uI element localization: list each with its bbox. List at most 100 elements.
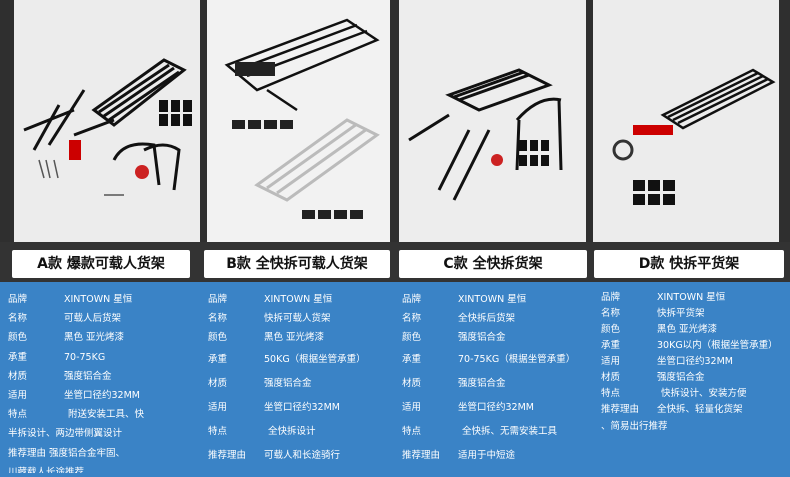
- spec-value: 坐管口径约32MM: [64, 389, 140, 401]
- spec-row: 推荐理由 可载人和长途骑行: [208, 444, 390, 468]
- spec-key: 颜色: [8, 332, 28, 344]
- spec-value: 快拆平货架: [657, 308, 705, 319]
- spec-key: 适用: [208, 401, 228, 413]
- spec-key: 名称: [208, 313, 228, 325]
- spec-value: 附送安装工具、快: [68, 409, 145, 421]
- spec-value: 黑色 亚光烤漆: [264, 332, 325, 344]
- product-d-title: D款 快拆平货架: [594, 250, 784, 278]
- product-photos: [0, 0, 790, 242]
- spec-value: XINTOWN 星恒: [264, 294, 333, 305]
- spec-value: 适用于中短途: [458, 449, 516, 461]
- spec-row: 名称 快拆可载人货架: [208, 309, 390, 328]
- spec-row: 适用坐管口径约32MM: [402, 396, 587, 420]
- spec-key: 承重: [402, 353, 422, 365]
- spec-value: 可载人后货架: [64, 313, 122, 325]
- spec-value: 强度铝合金: [458, 377, 506, 389]
- spec-row: 推荐理由 适用于中短途: [402, 444, 587, 468]
- spec-value: 30KG以内（根据坐管承重）: [657, 340, 778, 351]
- spec-value: 全快拆、无需安装工具: [462, 425, 558, 437]
- spec-row: 品牌 XINTOWN 星恒: [601, 290, 786, 306]
- spec-value: 50KG（根据坐管承重）: [264, 353, 366, 365]
- spec-value: 快拆可载人货架: [264, 313, 331, 325]
- spec-continuation: 川藏载人长途推荐: [8, 466, 85, 473]
- spec-continuation: 、简易出行推荐: [601, 421, 668, 432]
- spec-value: XINTOWN 星恒: [657, 292, 726, 303]
- spec-row: 适用 坐管口径约32MM: [601, 354, 786, 370]
- product-d-photo: [593, 0, 779, 242]
- spec-value: 强度铝合金: [657, 372, 705, 383]
- spec-key: 材质: [402, 377, 422, 389]
- spec-row: 特点 附送安装工具、快: [8, 405, 193, 424]
- spec-key: 材质: [8, 370, 28, 382]
- spec-row: 材质 强度铝合金: [402, 372, 587, 396]
- spec-value: 强度铝合金: [64, 370, 112, 382]
- spec-key: 特点: [402, 425, 422, 437]
- spec-row: 品牌 XINTOWN 星恒: [208, 290, 390, 309]
- spec-value: 可载人和长途骑行: [264, 449, 341, 461]
- spec-key: 品牌: [8, 294, 28, 305]
- spec-key: 品牌: [601, 292, 621, 303]
- product-c-specs: 品牌 XINTOWN 星恒 名称 全快拆后货架 颜色强度铝合金 承重 70-75KG（…: [402, 290, 587, 468]
- spec-row: 材质 强度铝合金: [601, 370, 786, 386]
- product-c-title: C款 全快拆货架: [399, 250, 587, 278]
- spec-value: 坐管口径约32MM: [264, 401, 340, 413]
- spec-continuation: 推荐理由 强度铝合金牢固、: [8, 447, 126, 459]
- spec-key: 品牌: [208, 294, 228, 305]
- spec-key: 材质: [208, 377, 228, 389]
- spec-row: 名称可载人后货架: [8, 309, 193, 328]
- spec-value: 黑色 亚光烤漆: [64, 332, 125, 344]
- spec-value: 坐管口径约32MM: [657, 356, 733, 367]
- spec-key: 承重: [8, 351, 28, 363]
- spec-key: 推荐理由: [402, 449, 441, 461]
- spec-value: 全快拆后货架: [458, 313, 516, 325]
- spec-value: 快拆设计、安装方便: [661, 388, 747, 399]
- spec-row: 颜色 黑色 亚光烤漆: [208, 328, 390, 347]
- spec-key: 适用: [8, 389, 28, 401]
- product-a-specs: 品牌 XINTOWN 星恒 名称可载人后货架 颜色 黑色 亚光烤漆 承重 70-75K…: [8, 290, 193, 473]
- spec-value: 70-75KG: [64, 351, 106, 363]
- spec-row: 材质 强度铝合金: [8, 367, 193, 386]
- spec-row: 承重 70-75KG: [8, 348, 193, 367]
- spec-key: 特点: [208, 425, 228, 437]
- spec-key: 推荐理由: [208, 449, 247, 461]
- spec-value: 70-75KG（根据坐管承重）: [458, 353, 576, 365]
- spec-key: 特点: [8, 409, 28, 421]
- product-b-title: B款 全快拆可载人货架: [204, 250, 390, 278]
- spec-key: 适用: [601, 356, 621, 367]
- spec-key: 颜色: [601, 324, 621, 335]
- spec-key: 材质: [601, 372, 621, 383]
- spec-value: 强度铝合金: [458, 332, 506, 344]
- spec-value: 黑色 亚光烤漆: [657, 324, 718, 335]
- spec-row: 品牌 XINTOWN 星恒: [8, 290, 193, 309]
- spec-continuation: 半拆设计、两边带侧翼设计: [8, 428, 123, 440]
- spec-value: 强度铝合金: [264, 377, 312, 389]
- spec-key: 颜色: [208, 332, 228, 344]
- spec-row: 推荐理由全快拆、轻量化货架: [601, 402, 786, 418]
- spec-row: 特点 全快拆、无需安装工具: [402, 420, 587, 444]
- product-a-title: A款 爆款可载人货架: [12, 250, 190, 278]
- spec-key: 名称: [601, 308, 621, 319]
- spec-row: 颜色 黑色 亚光烤漆: [601, 322, 786, 338]
- spec-row: 品牌 XINTOWN 星恒: [402, 290, 587, 309]
- spec-row: 承重 70-75KG（根据坐管承重）: [402, 348, 587, 372]
- spec-key: 品牌: [402, 294, 422, 305]
- spec-key: 特点: [601, 388, 621, 399]
- spec-value: 全快拆设计: [268, 425, 316, 437]
- spec-row: 材质 强度铝合金: [208, 372, 390, 396]
- spec-row: 颜色强度铝合金: [402, 328, 587, 347]
- spec-row: 名称 快拆平货架: [601, 306, 786, 322]
- spec-row: 颜色 黑色 亚光烤漆: [8, 328, 193, 347]
- spec-row: 特点 全快拆设计: [208, 420, 390, 444]
- spec-value: XINTOWN 星恒: [458, 294, 527, 305]
- spec-key: 名称: [402, 313, 422, 325]
- spec-value: XINTOWN 星恒: [64, 294, 133, 305]
- spec-value: 全快拆、轻量化货架: [657, 404, 743, 415]
- product-c-photo: [399, 0, 586, 242]
- spec-row: 适用 坐管口径约32MM: [208, 396, 390, 420]
- spec-key: 适用: [402, 401, 422, 413]
- product-b-photo: [207, 0, 390, 242]
- spec-row: 特点 快拆设计、安装方便: [601, 386, 786, 402]
